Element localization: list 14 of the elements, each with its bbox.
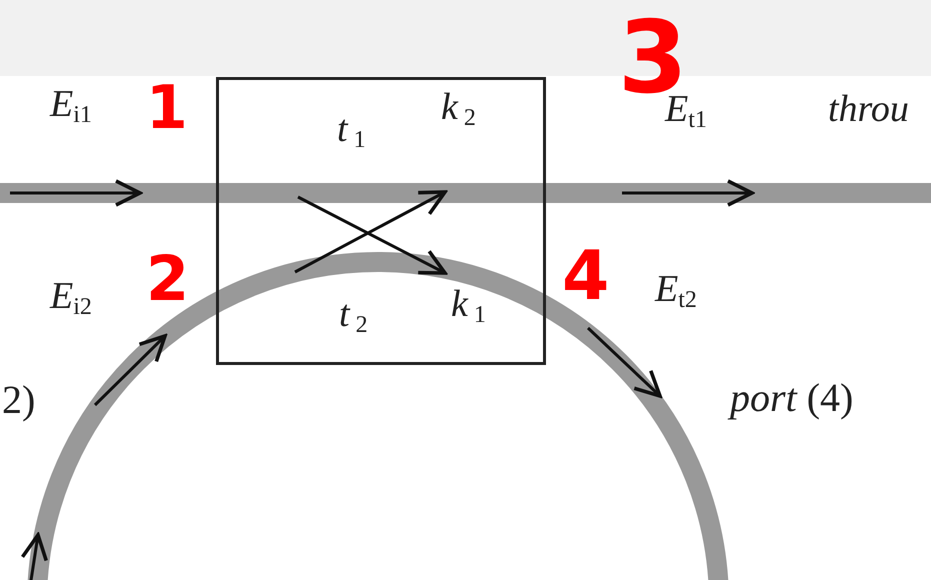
coefficient-symbol: k$_{2}$: [441, 88, 476, 126]
field-symbol: E$_{i2}$: [50, 277, 92, 315]
field-symbol: E$_{t2}$: [655, 270, 697, 308]
handwritten-number: 2: [146, 248, 190, 310]
coefficient-symbol: t$_{2}$: [339, 295, 368, 333]
handwritten-number: 1: [146, 78, 188, 138]
port-label: port (4): [730, 378, 854, 418]
handwritten-number: 4: [562, 243, 610, 311]
field-symbol: E$_{i1}$: [50, 85, 92, 123]
coefficient-symbol: t$_{1}$: [337, 110, 366, 148]
coupler-box: [216, 77, 546, 365]
field-symbol: throu: [828, 90, 909, 128]
port-label: 2): [2, 380, 36, 420]
coefficient-symbol: k$_{1}$: [451, 285, 486, 323]
